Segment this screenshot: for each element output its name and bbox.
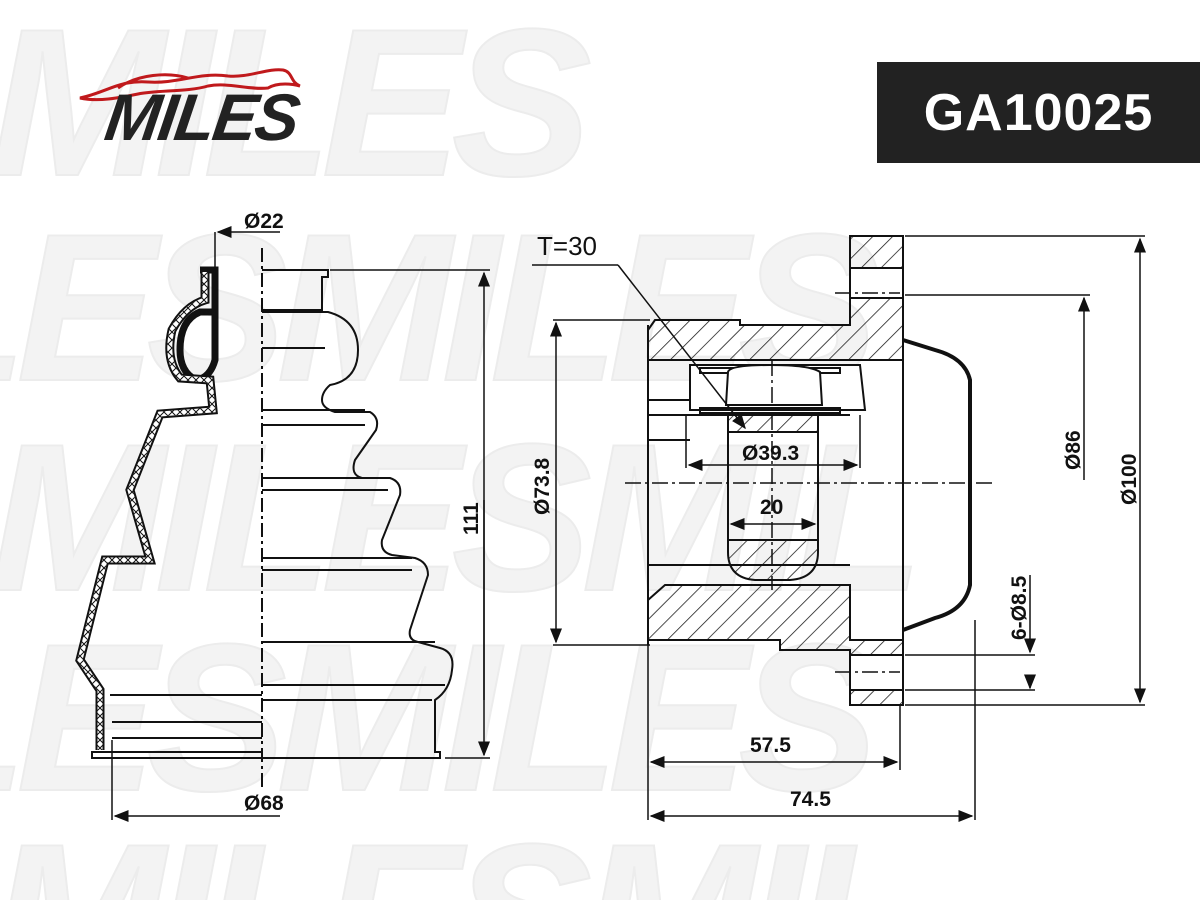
joint-drawing [532,235,1146,822]
boot-drawing [75,226,490,822]
dim-total-length: 74.5 [790,788,831,811]
dim-bolt-circle: Ø86 [1062,430,1085,470]
dim-outer-diameter: Ø73.8 [531,457,554,515]
dim-body-length: 57.5 [750,734,791,757]
greyhound-icon [79,68,301,102]
part-number: GA10025 [923,83,1154,142]
dim-large-diameter: Ø68 [244,792,284,815]
dim-inner-diameter: Ø39.3 [742,442,799,465]
dim-spline-width: 20 [760,496,783,519]
dim-bolt-holes: 6-Ø8.5 [1008,575,1031,640]
dim-flange-diameter: Ø100 [1118,454,1141,505]
label-thread: T=30 [537,231,597,261]
part-number-box: GA10025 [877,62,1200,163]
brand-logo: MILES [78,62,358,162]
dim-small-diameter: Ø22 [244,210,284,233]
svg-text:MILES: MILES [0,0,590,220]
dim-boot-length: 111 [460,502,483,535]
